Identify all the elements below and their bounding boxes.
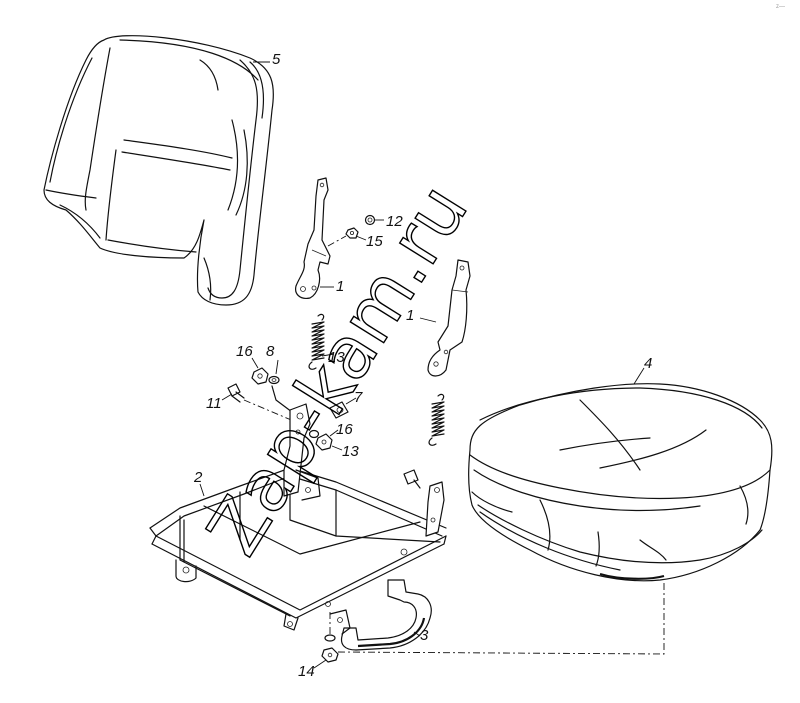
part-bushing-7 <box>329 401 349 419</box>
label-3: 3 <box>420 627 429 644</box>
part-nut-15 <box>345 227 359 239</box>
label-15: 15 <box>366 233 383 250</box>
part-bolt-11 <box>227 383 245 403</box>
label-12: 12 <box>386 213 403 230</box>
part-nut-13b <box>315 433 333 451</box>
label-5: 5 <box>272 51 281 68</box>
part-handle-3 <box>329 579 432 651</box>
part-seat-frame <box>149 403 447 631</box>
label-16a: 8 <box>266 343 275 360</box>
label-13a: 16 <box>236 343 253 360</box>
part-seat-cushion <box>468 383 773 582</box>
part-nut-13a <box>251 367 269 385</box>
label-8: 13 <box>328 349 345 366</box>
part-washer-16b <box>308 429 320 439</box>
part-bracket-right <box>427 259 471 377</box>
label-2: 2 <box>193 469 203 486</box>
part-bolt-12 <box>364 214 376 226</box>
part-spring-8 <box>308 313 325 370</box>
part-spring-right <box>428 393 445 446</box>
label-16b: 16 <box>336 421 353 438</box>
part-nut-14 <box>321 634 339 663</box>
corner-mark: z— <box>776 4 785 10</box>
label-1b: 1 <box>406 307 414 324</box>
part-backrest <box>43 35 274 306</box>
label-7: 7 <box>354 389 363 406</box>
label-11: 11 <box>206 395 222 412</box>
label-14: 14 <box>298 663 315 680</box>
part-bracket-upper <box>295 177 331 299</box>
label-13b: 13 <box>342 443 359 460</box>
label-1a: 1 <box>336 278 344 295</box>
part-washer-16a <box>268 375 280 385</box>
label-4: 4 <box>644 355 652 372</box>
